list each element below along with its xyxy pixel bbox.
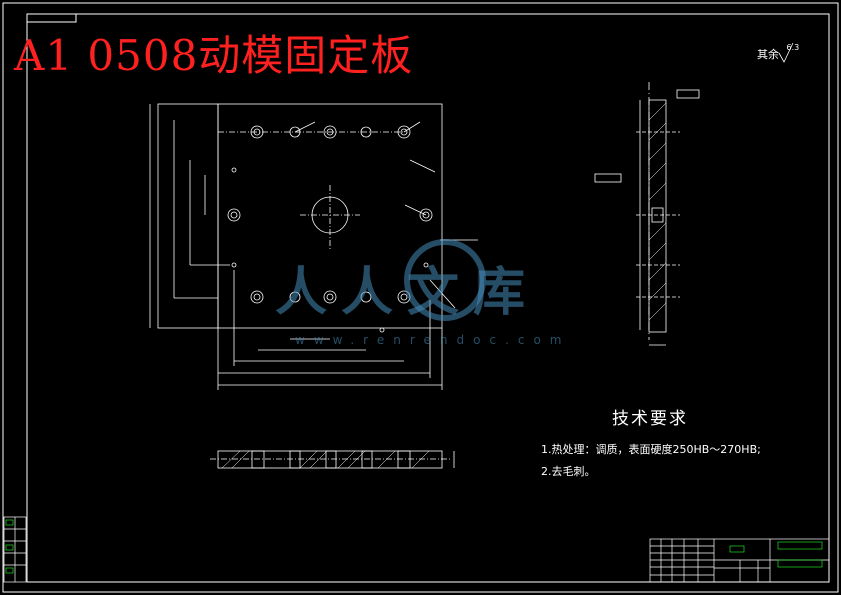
bolt-holes [227, 125, 433, 333]
watermark-url: www.renrendoc.com [295, 333, 571, 347]
bottom-section-view [210, 450, 455, 469]
roughness-label: 其余 [757, 48, 779, 61]
roughness-value: 6.3 [786, 43, 800, 52]
plan-view [149, 103, 478, 390]
drawing-frame [26, 13, 830, 583]
title-block [649, 538, 830, 583]
watermark-logo [404, 239, 486, 321]
drawing-title: A1 0508动模固定板 [14, 31, 414, 80]
roughness-symbol [778, 42, 794, 63]
roughness-note: 其余 6.3 [757, 43, 799, 62]
technical-requirements-heading: 技术要求 [612, 409, 688, 429]
revision-column [3, 516, 27, 583]
technical-requirement-1: 1.热处理：调质，表面硬度250HB～270HB; [541, 443, 761, 456]
technical-requirement-2: 2.去毛刺。 [541, 465, 596, 478]
side-section-view [594, 82, 700, 346]
watermark-text: 人人文库 [275, 263, 540, 323]
sprue-hole [311, 196, 349, 234]
frame-tab [26, 13, 77, 23]
cavity-outline [157, 103, 219, 329]
